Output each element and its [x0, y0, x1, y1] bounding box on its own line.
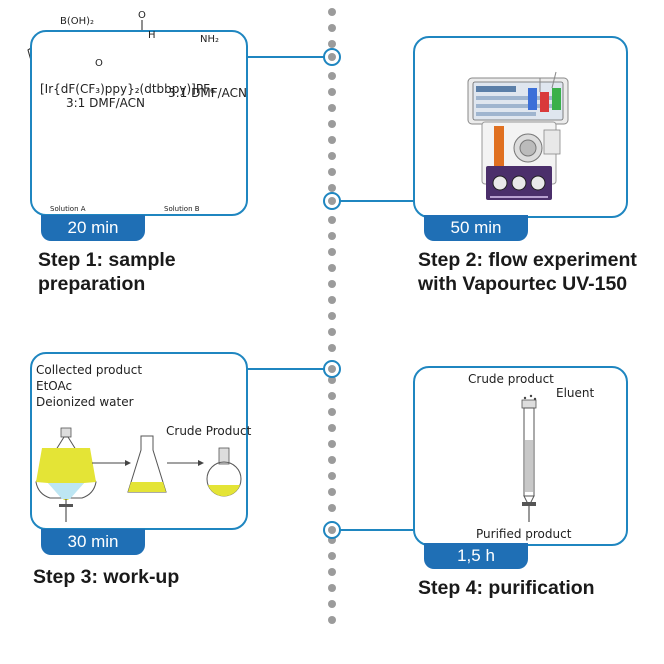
timeline-dot: [328, 40, 336, 48]
step2-title: Step 2: flow experiment with Vapourtec U…: [418, 248, 637, 296]
crude-product-label: Crude Product: [166, 424, 252, 438]
tube-a-label: Solution A: [50, 205, 86, 213]
timeline-dot: [328, 568, 336, 576]
step4-time-badge: 1,5 h: [424, 543, 528, 569]
timeline-dot: [328, 184, 336, 192]
timeline-dot: [328, 296, 336, 304]
timeline-dots: [328, 8, 336, 624]
step1-card: [30, 30, 248, 216]
timeline-dot: [328, 264, 336, 272]
step3-input-item: Deionized water: [36, 395, 134, 409]
step2-title-line2: with Vapourtec UV-150: [418, 273, 628, 295]
timeline-dot: [328, 472, 336, 480]
step3-input-item: Collected product: [36, 363, 143, 377]
timeline-dot: [328, 152, 336, 160]
chromatography-column: [521, 394, 537, 522]
timeline-dot: [328, 280, 336, 288]
timeline-dot: [328, 72, 336, 80]
connectors: [248, 56, 413, 531]
step1-title: Step 1: sample preparation: [38, 248, 176, 296]
timeline-dot: [328, 88, 336, 96]
timeline-dot: [328, 584, 336, 592]
aldehyde-h-label: H: [148, 30, 156, 41]
timeline-dot: [328, 424, 336, 432]
funnel-upper-layer: [36, 448, 96, 500]
silica-bed: [525, 440, 533, 492]
timeline-dot: [328, 24, 336, 32]
step4-card: [413, 366, 628, 546]
tube-b-label: Solution B: [164, 205, 200, 213]
timeline-dot: [328, 392, 336, 400]
step1-title-line2: preparation: [38, 273, 146, 295]
timeline-dot: [328, 232, 336, 240]
eluent-label: Eluent: [556, 386, 595, 400]
step3-drawings: [35, 427, 242, 522]
amine-label: NH₂: [200, 34, 220, 45]
bottle-green: [552, 88, 561, 110]
timeline-dot: [328, 616, 336, 624]
purified-product-label: Purified product: [476, 527, 572, 541]
step3-input-list: Collected product EtOAc Deionized water: [36, 362, 142, 410]
timeline-dot: [328, 600, 336, 608]
bottle-red: [540, 92, 549, 112]
instrument-brand-strip: [494, 126, 504, 182]
timeline-dot: [328, 248, 336, 256]
timeline-dot: [328, 328, 336, 336]
aldehyde-o-label: O: [138, 10, 146, 21]
boronic-acid-label: B(OH)₂: [60, 16, 95, 27]
step3-input-item: EtOAc: [36, 379, 73, 393]
timeline-dot: [328, 312, 336, 320]
timeline-dot: [328, 136, 336, 144]
timeline-dot: [328, 552, 336, 560]
bottle-blue: [528, 88, 537, 110]
step3-title: Step 3: work-up: [33, 566, 180, 588]
step1-title-line1: Step 1: sample: [38, 249, 176, 271]
step2-time-badge: 50 min: [424, 215, 528, 241]
timeline-dot: [328, 440, 336, 448]
timeline-dot: [328, 344, 336, 352]
timeline-dot: [328, 488, 336, 496]
vapourtec-instrument: [467, 71, 569, 200]
timeline-dot: [328, 104, 336, 112]
timeline-dot: [328, 408, 336, 416]
timeline-dot: [328, 504, 336, 512]
ether-o-label: O: [95, 58, 103, 69]
timeline-dot: [328, 168, 336, 176]
timeline-dot: [328, 8, 336, 16]
timeline-dot: [328, 376, 336, 384]
step3-time-badge: 30 min: [41, 529, 145, 555]
crude-product-label: Crude product: [468, 372, 554, 386]
step2-card: [413, 36, 628, 218]
column-stopcock: [522, 502, 536, 506]
step4-title: Step 4: purification: [418, 577, 595, 599]
catalyst-label: [Ir{dF(CF₃)ppy}₂(dtbbpy)]PF₆: [40, 82, 215, 96]
funnel-lower-layer: [48, 483, 84, 499]
solvent-b-label: 3:1 DMF/ACN: [168, 86, 248, 100]
timeline-dot: [328, 120, 336, 128]
step1-time-badge: 20 min: [41, 215, 145, 241]
timeline-dot: [328, 456, 336, 464]
timeline-dot: [328, 216, 336, 224]
step2-title-line1: Step 2: flow experiment: [418, 249, 637, 271]
solvent-a-label: 3:1 DMF/ACN: [66, 96, 146, 110]
